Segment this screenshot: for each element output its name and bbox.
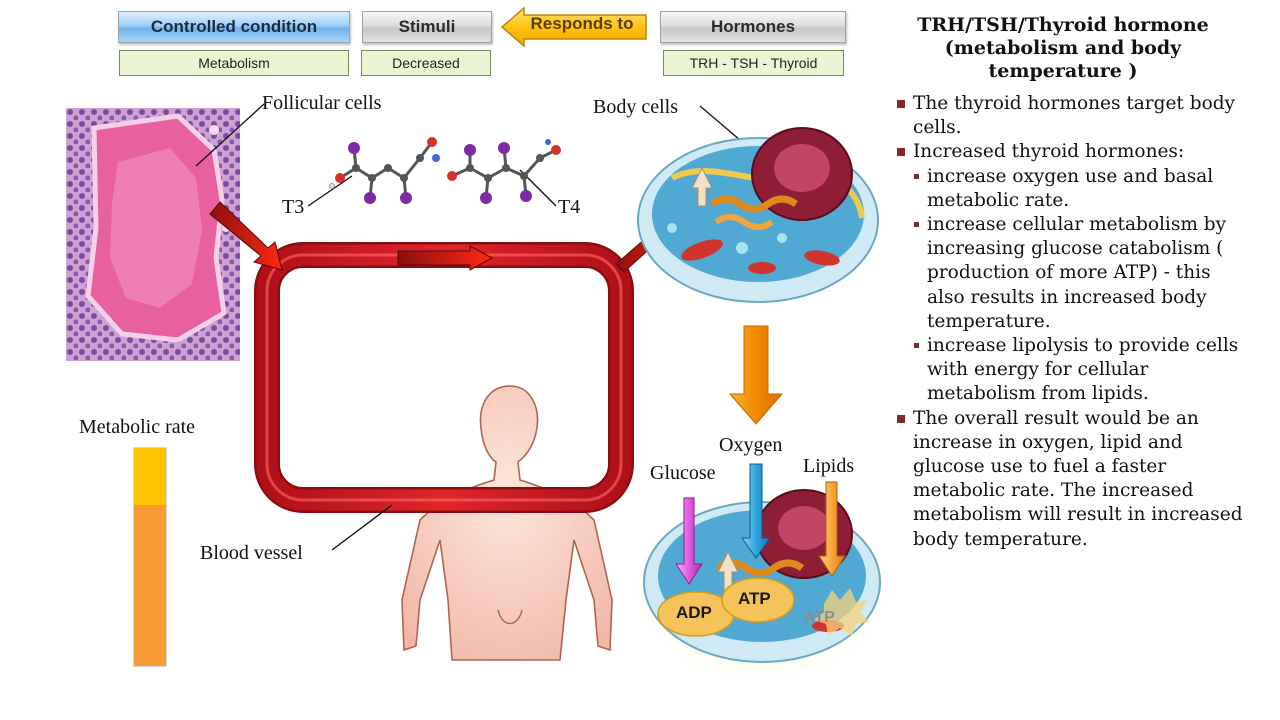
human-figure: [401, 385, 613, 661]
sub-bullet-item: increase cellular metabolism by increasi…: [896, 213, 1246, 334]
t4-molecule: [447, 139, 561, 204]
atp-label: ATP: [738, 589, 771, 608]
bullet-item: The thyroid hormones target body cells.: [896, 92, 1246, 140]
follicular-tissue-image: [66, 108, 240, 361]
body-cells-label: Body cells: [593, 96, 678, 118]
glucose-arrow: [676, 497, 703, 585]
side-panel-bullets: The thyroid hormones target body cells. …: [896, 92, 1246, 552]
responds-to-label: Responds to: [530, 14, 634, 33]
metabolic-rate-increase-fill: [134, 448, 166, 507]
hormones-value: TRH - TSH - Thyroid: [663, 50, 844, 76]
t4-label: T4: [558, 196, 581, 218]
hormones-header: Hormones: [660, 11, 846, 43]
blood-vessel-label: Blood vessel: [200, 542, 303, 564]
sub-bullet-item: increase lipolysis to provide cells with…: [896, 334, 1246, 407]
controlled-condition-header: Controlled condition: [118, 11, 350, 43]
t3-label: T3: [282, 196, 305, 218]
metabolic-rate-base-fill: [134, 505, 166, 666]
sub-bullet-item: increase oxygen use and basal metabolic …: [896, 165, 1246, 213]
adp-label: ADP: [676, 603, 712, 622]
lipids-arrow: [818, 481, 846, 577]
nutrient-arrows: [676, 463, 846, 585]
responds-to-arrow: [500, 6, 647, 48]
glucose-label: Glucose: [650, 462, 716, 484]
stimuli-value: Decreased: [361, 50, 491, 76]
bullet-item: Increased thyroid hormones:: [896, 140, 1246, 164]
follicular-cells-label: Follicular cells: [262, 92, 382, 114]
metabolic-rate-label: Metabolic rate: [79, 416, 196, 438]
atp-faded-label: ATP: [804, 609, 835, 626]
side-panel-title: TRH/TSH/Thyroid hormone (metabolism and …: [917, 14, 1209, 82]
t3-molecule: [329, 137, 440, 204]
body-cell-illustration: [637, 127, 879, 303]
bullet-item: The overall result would be an increase …: [896, 407, 1246, 552]
metabolic-rate-bar: [133, 447, 167, 667]
lipids-label: Lipids: [803, 455, 855, 477]
controlled-condition-label: Controlled condition: [150, 17, 318, 36]
oxygen-arrow: [741, 463, 771, 559]
controlled-condition-value: Metabolism: [119, 50, 349, 76]
stimuli-header: Stimuli: [362, 11, 492, 43]
hormones-label: Hormones: [710, 17, 796, 36]
energized-cell-illustration: [628, 486, 896, 686]
oxygen-label: Oxygen: [719, 434, 783, 456]
stimuli-label: Stimuli: [398, 17, 456, 36]
